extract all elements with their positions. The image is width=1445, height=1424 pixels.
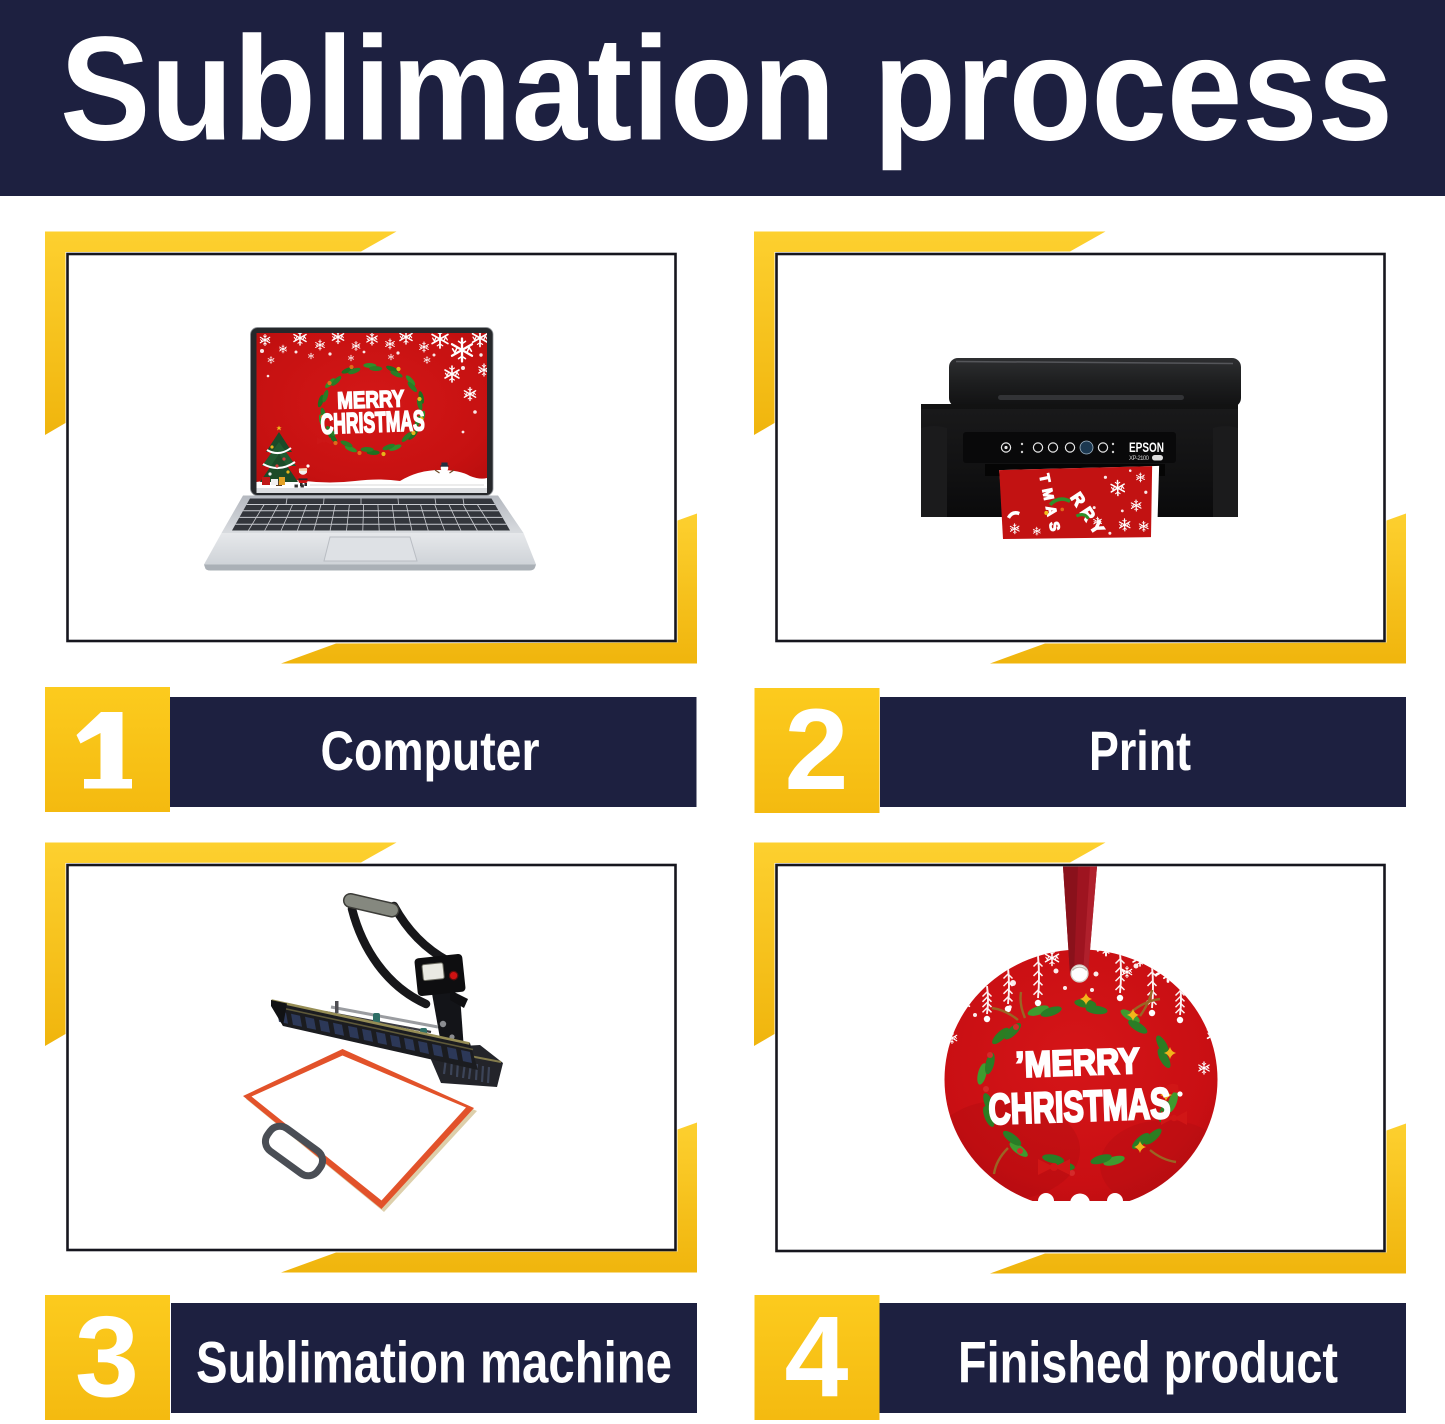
svg-text:’MERRY: ’MERRY [1015,1040,1140,1085]
svg-text:MERRY: MERRY [337,385,405,413]
svg-text:Finished product: Finished product [958,1331,1338,1396]
svg-text:Sublimation process: Sublimation process [60,7,1393,172]
svg-text:Print: Print [1089,719,1191,782]
svg-text:CHRISTMAS: CHRISTMAS [320,405,425,441]
svg-text:CHRISTMAS: CHRISTMAS [988,1080,1172,1134]
svg-text:2: 2 [785,686,849,814]
svg-text:XP-2100: XP-2100 [1129,456,1150,462]
svg-text:Sublimation machine: Sublimation machine [196,1331,672,1396]
svg-text:3: 3 [75,1293,139,1421]
svg-text:EPSON: EPSON [1129,440,1164,455]
svg-text:Computer: Computer [321,719,540,782]
svg-text:4: 4 [785,1293,849,1421]
